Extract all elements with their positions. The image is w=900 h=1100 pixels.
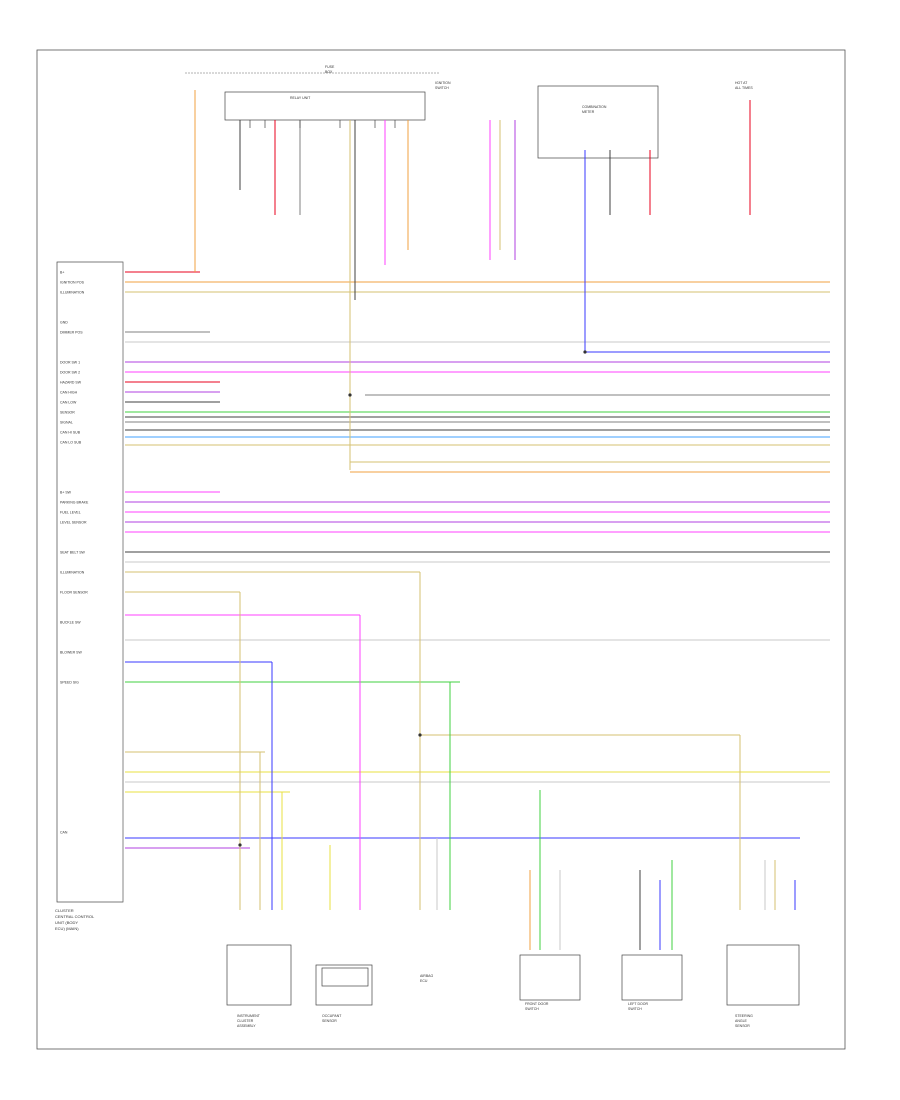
ignition-sw-label-1: IGNITION [435,81,451,85]
splice-dot [238,843,242,847]
bc-airbag-2: ECU [420,979,428,983]
bc-leftdoor-1: LEFT DOOR [628,1002,648,1006]
top-components: FUSE BOX RELAY UNIT IGNITION SWITCH COMB… [185,65,753,159]
vertical-wires [194,90,796,950]
fuse-box-label-2: BOX [325,70,333,74]
bc-leftdoor-2: SWITCH [628,1007,642,1011]
bc-instrument-1: INSTRUMENT [237,1014,261,1018]
horizontal-wires [125,271,830,849]
diagram-frame [36,49,846,1050]
module-pin-label: ILLUMINATION [60,571,85,575]
combination-meter-box [537,85,659,159]
hot-label-2: ALL TIMES [735,86,753,90]
module-pin-label: DOOR SW 1 [60,361,80,365]
bc-instrument-3: ASSEMBLY [237,1024,256,1028]
bc-airbag-1: AIRBAG [420,974,434,978]
splice-dot [418,733,422,737]
module-name-4: ECU) (MAIN) [55,926,79,931]
bc-steering-1: STEERING [735,1014,753,1018]
relay-unit-label: RELAY UNIT [290,96,311,100]
relay-unit-box [224,91,426,121]
module-pin-label: FUEL LEVEL [60,511,81,515]
module-pin-label: ILLUMINATION [60,291,85,295]
ignition-sw-label-2: SWITCH [435,86,449,90]
module-pin-label: B+ [60,271,64,275]
left-door-sw-box [621,954,683,1001]
module-name-1: CLUSTER [55,908,74,913]
combination-meter-label-2: METER [582,110,595,114]
module-pin-label: PARKING BRAKE [60,501,89,505]
bc-instrument-2: CLUSTER [237,1019,254,1023]
module-pin-label: SEAT BELT SW [60,551,86,555]
module-pin-label: CAN LO SUB [60,441,82,445]
module-pin-label: B+ SW [60,491,72,495]
hot-label-1: HOT AT [735,81,748,85]
bc-occupant-1: OCCUPANT [322,1014,342,1018]
module-name-2: CENTRAL CONTROL [55,914,95,919]
instrument-cluster-box [226,944,292,1006]
bc-steering-3: SENSOR [735,1024,750,1028]
module-pin-label: LEVEL SENSOR [60,521,87,525]
central-control-unit: B+ IGNITION POS ILLUMINATION GND DIMMER POS D… [55,261,124,931]
module-pin-label: SENSOR [60,411,75,415]
bc-frontdoor-2: SWITCH [525,1007,539,1011]
module-pin-label: DIMMER POS [60,331,83,335]
module-pin-labels: B+ IGNITION POS ILLUMINATION GND DIMMER POS D… [60,271,89,835]
module-pin-label: SPEED SIG [60,681,79,685]
bc-frontdoor-1: FRONT DOOR [525,1002,549,1006]
splice-dot [583,350,587,354]
module-pin-label: GND [60,321,68,325]
occupant-sensor-inner [321,967,369,987]
bc-steering-2: ANGLE [735,1019,748,1023]
module-body [56,261,124,903]
module-pin-label: CAN [60,831,68,835]
module-pin-label: FLOOR SENSOR [60,591,88,595]
steering-sensor-box [726,944,800,1006]
module-pin-label: SIGNAL [60,421,73,425]
combination-meter-label-1: COMBINATION [582,105,607,109]
module-pin-label: BLOWER SW [60,651,82,655]
module-pin-label: CAN LOW [60,401,77,405]
module-pin-label: DOOR SW 2 [60,371,80,375]
module-pin-label: CAN HI SUB [60,431,81,435]
fuse-box-label-1: FUSE [325,65,335,69]
module-pin-label: BUCKLE SW [60,621,81,625]
occupant-sensor-box [315,964,373,1006]
bc-occupant-2: SENSOR [322,1019,337,1023]
front-door-sw-box [519,954,581,1001]
module-pin-label: CAN HIGH [60,391,78,395]
bottom-components: INSTRUMENT CLUSTER ASSEMBLY OCCUPANT SEN… [226,944,800,1028]
module-pin-label: HAZARD SW [60,381,82,385]
splice-dot [348,393,352,397]
module-pin-label: IGNITION POS [60,281,85,285]
module-name-3: UNIT (BODY [55,920,78,925]
